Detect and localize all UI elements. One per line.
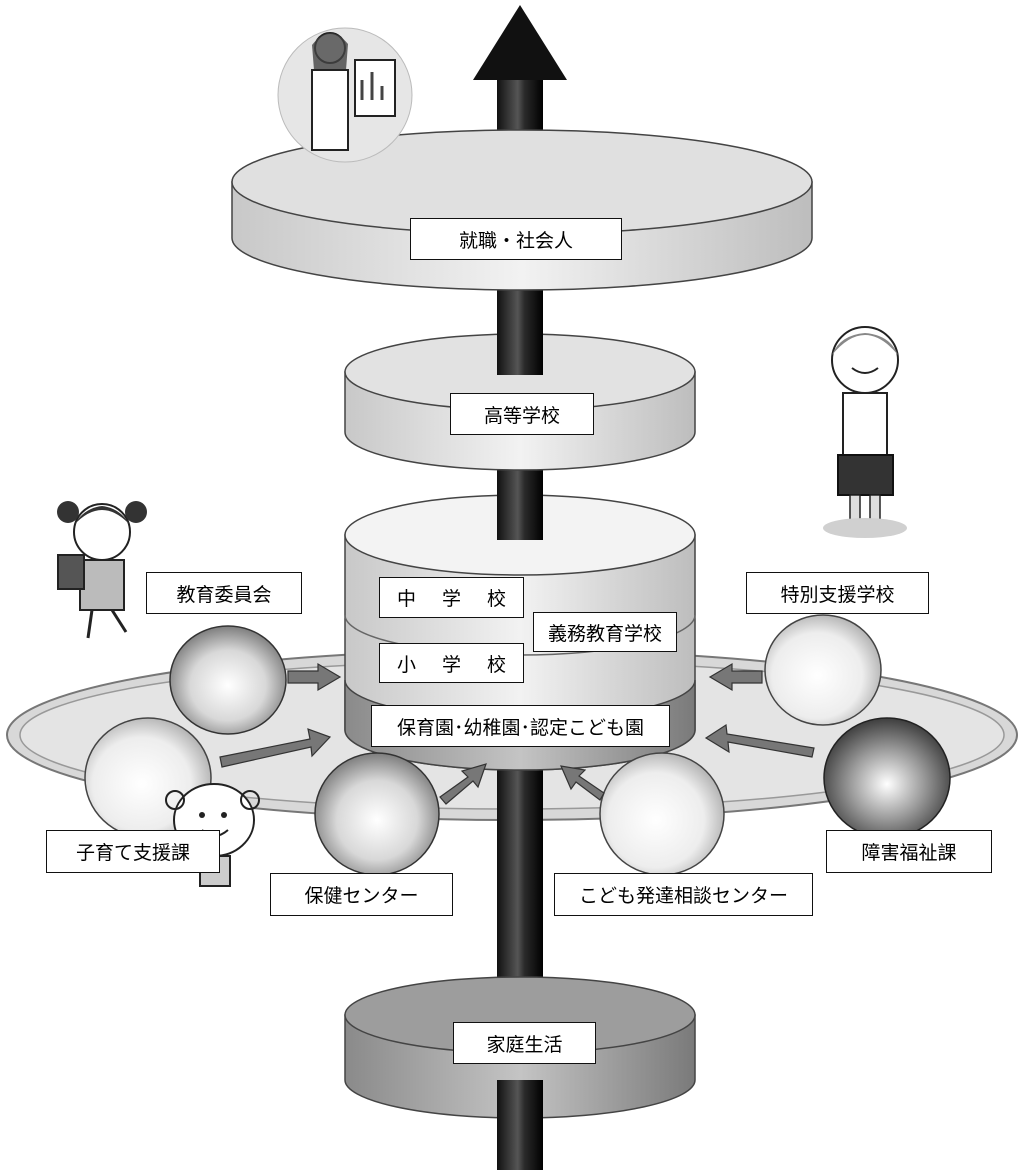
label-special-support-school: 特別支援学校 [746,572,929,614]
sphere-special [764,614,882,726]
sphere-board [169,625,287,735]
label-disability-welfare: 障害福祉課 [826,830,992,873]
label-health-center: 保健センター [270,873,453,916]
label-home-life: 家庭生活 [453,1022,596,1064]
label-compulsory-school: 義務教育学校 [533,612,677,652]
arrow-health [439,763,487,805]
label-junior-high: 中 学 校 [379,577,524,618]
label-board-of-education: 教育委員会 [146,572,302,614]
arrow-special [708,662,763,692]
label-work: 就職・社会人 [410,218,622,260]
arrow-board [287,662,342,692]
label-elementary: 小 学 校 [379,643,524,683]
disk-home [344,976,696,1119]
label-childcare-support: 子育て支援課 [46,830,220,873]
arrow-childcare [219,728,332,768]
businesswoman-illustration [277,27,413,163]
sphere-welfare [823,717,951,839]
schoolgirl-illustration [57,501,147,639]
sphere-health [314,752,440,876]
label-high-school: 高等学校 [450,393,594,435]
label-preschool: 保育園･幼稚園･認定こども園 [371,705,670,747]
student-girl-illustration [823,326,907,538]
arrow-welfare [704,723,815,758]
label-child-development-center: こども発達相談センター [554,873,813,916]
shaft-lower [497,1080,543,1170]
sphere-development [599,752,725,876]
arrow-development [560,765,605,801]
